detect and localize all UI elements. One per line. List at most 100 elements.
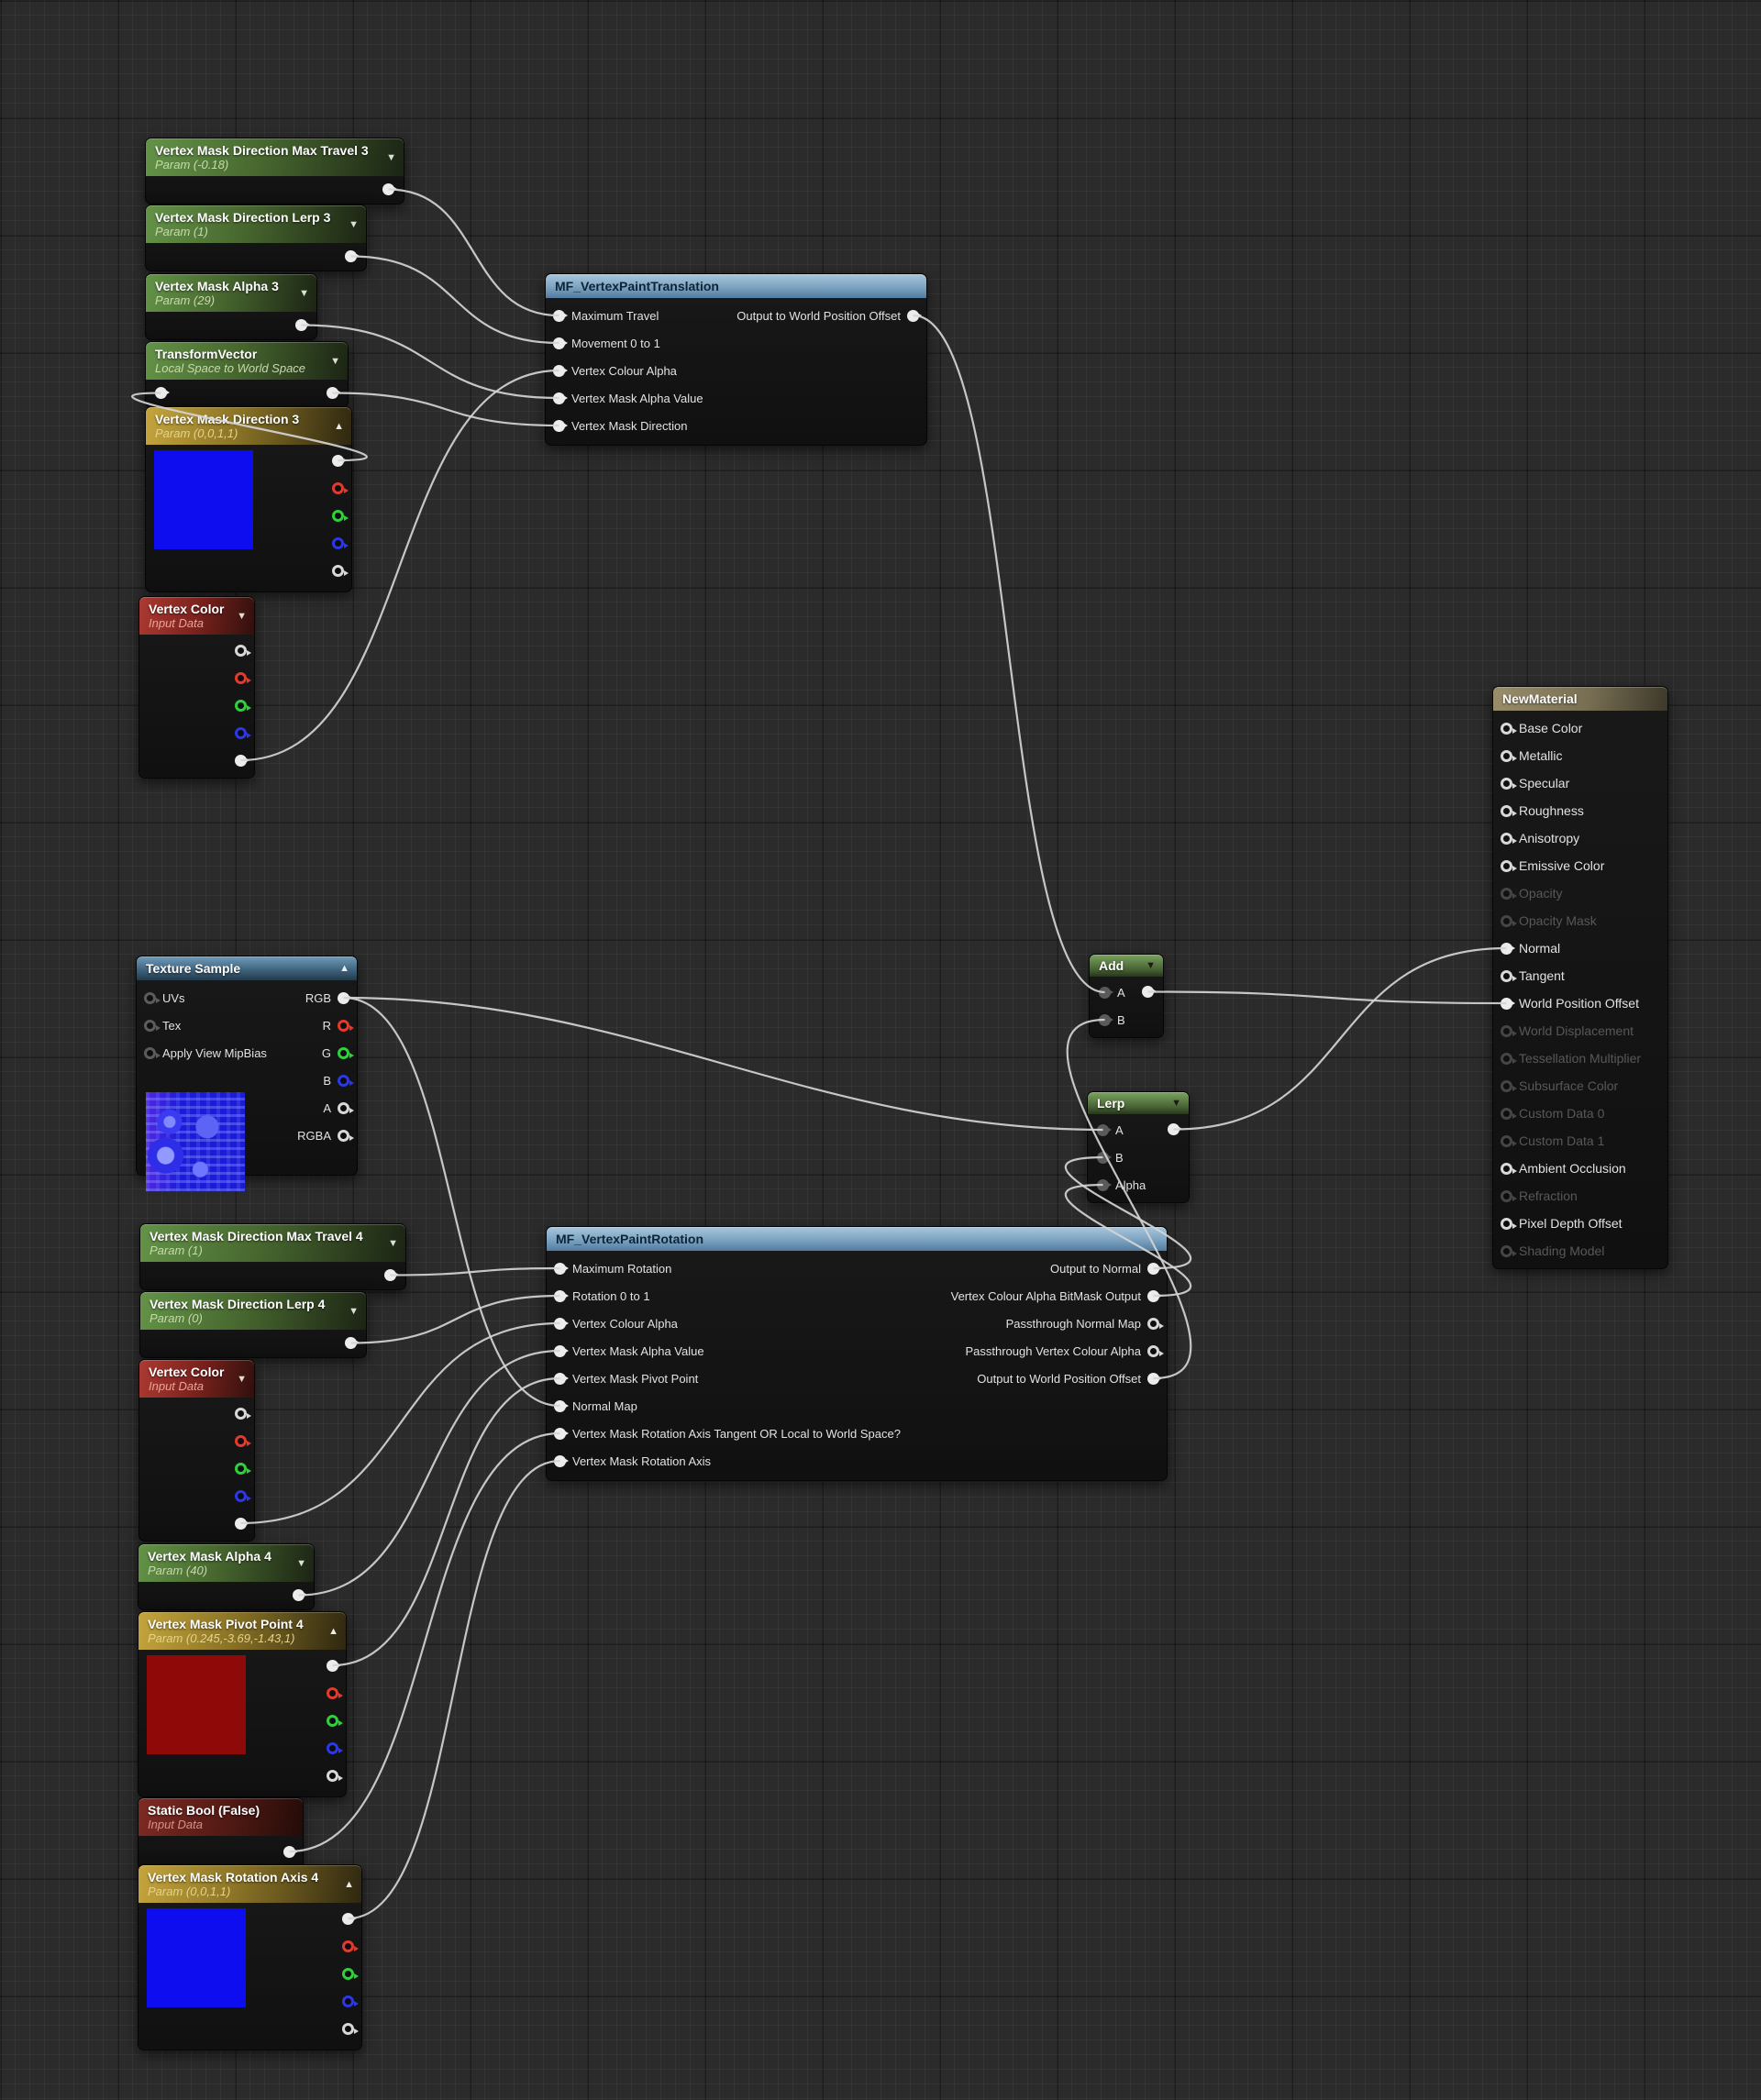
output-pin[interactable] (235, 1407, 251, 1420)
collapse-down-icon[interactable]: ▼ (349, 218, 359, 230)
pin-output-to-world-position-offset[interactable] (907, 309, 922, 322)
output-pin[interactable] (345, 250, 360, 262)
output-pin[interactable] (332, 454, 347, 467)
pin-shading-model[interactable] (1501, 1244, 1517, 1257)
output-pin[interactable] (327, 1686, 343, 1699)
output-pin[interactable] (1168, 1123, 1182, 1135)
pin-opacity[interactable] (1501, 887, 1517, 900)
pin-custom-data-1[interactable] (1501, 1134, 1517, 1147)
output-pin[interactable] (235, 1462, 251, 1475)
pin-a[interactable] (338, 1101, 354, 1114)
pin-base-color[interactable] (1501, 722, 1517, 735)
output-pin[interactable] (327, 1741, 343, 1754)
pin-metallic[interactable] (1501, 749, 1517, 762)
output-pin[interactable] (332, 536, 349, 549)
pin-rgb[interactable] (338, 991, 352, 1004)
node-header[interactable]: Texture Sample▲ (137, 956, 357, 980)
node-header[interactable]: MF_VertexPaintTranslation (546, 274, 926, 298)
pin-emissive-color[interactable] (1501, 859, 1517, 872)
pin-vertex-mask-alpha-value[interactable] (554, 1344, 569, 1357)
pin-normal-map[interactable] (554, 1399, 569, 1412)
pin-alpha[interactable] (1097, 1178, 1112, 1191)
output-pin[interactable] (327, 387, 341, 399)
node-header[interactable]: MF_VertexPaintRotation (547, 1227, 1167, 1251)
pin-rotation-0-to-1[interactable] (554, 1289, 569, 1302)
output-pin[interactable] (345, 1337, 360, 1349)
pin-vertex-mask-rotation-axis[interactable] (554, 1454, 569, 1467)
pin-vertex-mask-rotation-axis-tangent-or-local-to-world-space[interactable] (554, 1427, 569, 1440)
collapse-up-icon[interactable]: ▲ (328, 1625, 338, 1637)
pin-specular[interactable] (1501, 777, 1517, 790)
pin-output-to-normal[interactable] (1147, 1262, 1162, 1275)
pin-normal[interactable] (1501, 942, 1515, 955)
pin-apply-view-mipbias[interactable] (144, 1046, 161, 1059)
node-staticbool[interactable]: Static Bool (False)Input Data (138, 1797, 304, 1870)
output-pin[interactable] (235, 1517, 249, 1530)
pin-custom-data-0[interactable] (1501, 1107, 1517, 1120)
output-pin[interactable] (327, 1769, 343, 1782)
pin-world-displacement[interactable] (1501, 1024, 1517, 1037)
pin-refraction[interactable] (1501, 1189, 1517, 1202)
pin-vertex-colour-alpha[interactable] (553, 364, 568, 377)
output-pin[interactable] (235, 671, 251, 684)
pin-tangent[interactable] (1501, 969, 1517, 982)
pin-vertex-colour-alpha[interactable] (554, 1317, 569, 1330)
collapse-down-icon[interactable]: ▼ (388, 1237, 398, 1249)
pin-opacity-mask[interactable] (1501, 914, 1517, 927)
output-pin[interactable] (327, 1659, 341, 1672)
output-pin[interactable] (235, 1489, 251, 1502)
pin-maximum-rotation[interactable] (554, 1262, 569, 1275)
output-pin[interactable] (342, 1940, 359, 1952)
pin-b[interactable] (338, 1074, 354, 1087)
pin-movement-0-to-1[interactable] (553, 337, 568, 349)
collapse-down-icon[interactable]: ▼ (1171, 1098, 1181, 1109)
collapse-down-icon[interactable]: ▼ (386, 151, 396, 163)
collapse-down-icon[interactable]: ▼ (330, 355, 340, 367)
output-pin[interactable] (283, 1845, 298, 1858)
output-pin[interactable] (342, 1967, 359, 1980)
collapse-down-icon[interactable]: ▼ (237, 610, 247, 622)
pin-uvs[interactable] (144, 991, 161, 1004)
collapse-up-icon[interactable]: ▲ (334, 420, 344, 432)
output-pin[interactable] (235, 754, 249, 767)
output-pin[interactable] (293, 1589, 307, 1601)
output-pin[interactable] (342, 1995, 359, 2007)
output-pin[interactable] (1142, 986, 1157, 998)
pin-a[interactable] (1097, 1123, 1112, 1136)
pin-vertex-mask-direction[interactable] (553, 419, 568, 432)
pin-tex[interactable] (144, 1019, 161, 1032)
node-header[interactable]: Add▼ (1090, 955, 1163, 977)
node-header[interactable]: NewMaterial (1493, 687, 1667, 711)
pin-b[interactable] (1099, 1013, 1113, 1026)
output-pin[interactable] (295, 319, 310, 331)
output-pin[interactable] (382, 183, 397, 195)
pin-subsurface-color[interactable] (1501, 1079, 1517, 1092)
pin-output-to-world-position-offset[interactable] (1147, 1372, 1162, 1385)
collapse-down-icon[interactable]: ▼ (349, 1305, 359, 1317)
